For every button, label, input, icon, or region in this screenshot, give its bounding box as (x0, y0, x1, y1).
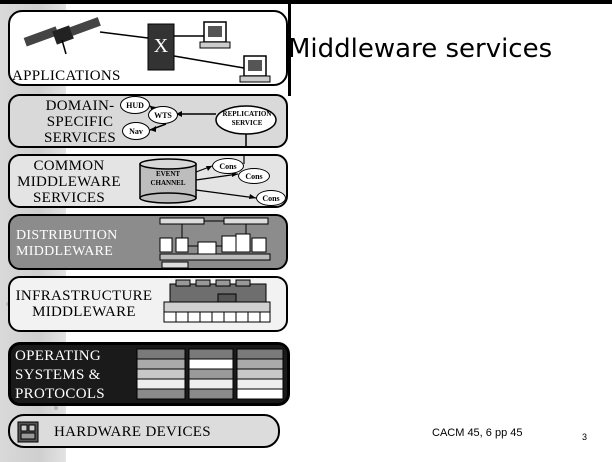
applications-illustration: X (23, 17, 271, 83)
consumer-node-3: Cons (256, 190, 286, 206)
distribution-diagram (159, 217, 271, 268)
os-protocols-layer: OPERATING SYSTEMS & PROTOCOLS (8, 342, 290, 406)
distribution-label: DISTRIBUTION MIDDLEWARE (16, 228, 118, 259)
hardware-devices-layer: HARDWARE DEVICES (8, 414, 280, 448)
common-middleware-layer: COMMON MIDDLEWARE SERVICES EVENT CHANNEL… (8, 154, 288, 208)
satellite-icon (23, 17, 101, 55)
hud-node: HUD (120, 96, 150, 114)
replication-service-label: REPLICATION SERVICE (222, 110, 272, 127)
consumer-node-1: Cons (212, 158, 244, 174)
applications-layer: X APPLICATIONS (8, 10, 288, 86)
common-label: COMMON MIDDLEWARE SERVICES (17, 158, 121, 206)
applications-label: APPLICATIONS (12, 68, 121, 84)
citation: CACM 45, 6 pp 45 (432, 427, 523, 439)
page-number: 3 (582, 432, 588, 442)
os-protocol-grid (136, 348, 284, 400)
infrastructure-diagram (163, 279, 271, 323)
distribution-middleware-layer: DISTRIBUTION MIDDLEWARE (8, 214, 288, 270)
workstation-icon (199, 21, 231, 49)
svg-text:X: X (154, 35, 169, 57)
infrastructure-middleware-layer: INFRASTRUCTURE MIDDLEWARE (8, 276, 288, 332)
consumer-node-2: Cons (238, 168, 270, 184)
header-divider (288, 4, 291, 96)
nav-node: Nav (122, 122, 150, 140)
infrastructure-label: INFRASTRUCTURE MIDDLEWARE (15, 288, 153, 320)
common-diagram (139, 156, 257, 204)
hardware-label: HARDWARE DEVICES (54, 424, 211, 440)
wts-node: WTS (148, 106, 178, 124)
workstation-icon-2 (239, 55, 271, 83)
os-label: OPERATING SYSTEMS & PROTOCOLS (15, 348, 105, 402)
domain-specific-layer: DOMAIN- SPECIFIC SERVICES HUD WTS Nav RE… (8, 94, 288, 148)
hardware-icon (17, 421, 39, 443)
top-rule (0, 0, 612, 4)
event-channel-label: EVENT CHANNEL (150, 170, 186, 187)
domain-label: DOMAIN- SPECIFIC SERVICES (43, 98, 117, 146)
slide-title: Middleware services (288, 34, 553, 64)
